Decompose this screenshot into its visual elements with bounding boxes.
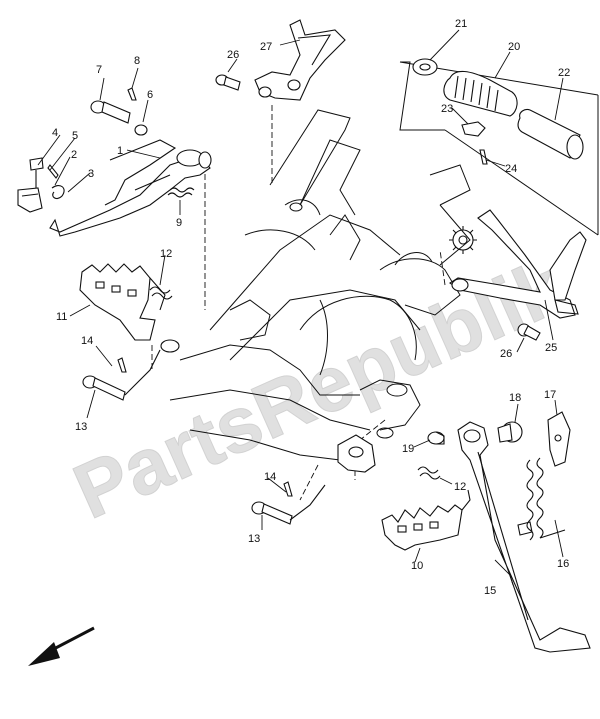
brake-rod-clevis <box>17 157 65 213</box>
callout-26-lower: 26 <box>500 348 512 360</box>
grip-22 <box>517 108 584 160</box>
callout-11: 11 <box>56 311 67 323</box>
footrest-spring-left <box>149 286 173 300</box>
callout-8: 8 <box>134 55 140 67</box>
callout-5: 5 <box>72 130 78 142</box>
footrest-pin-left <box>82 349 161 401</box>
sidestand <box>457 421 591 653</box>
callout-3: 3 <box>88 168 94 180</box>
callout-16: 16 <box>557 558 569 570</box>
front-arrow-icon <box>28 626 95 666</box>
footrest-spring-right <box>417 466 441 480</box>
callout-13-right: 13 <box>248 533 260 545</box>
callout-21: 21 <box>455 18 467 30</box>
callout-24: 24 <box>505 163 517 175</box>
grip-rubber-20 <box>443 70 518 117</box>
callout-25: 25 <box>545 342 557 354</box>
pillion-footrest-bracket <box>449 209 587 319</box>
callout-18: 18 <box>509 392 521 404</box>
cotter-pin <box>47 164 59 179</box>
callout-12-right: 12 <box>454 481 466 493</box>
callout-7: 7 <box>96 64 102 76</box>
sidestand-bolt-18 <box>497 421 523 443</box>
callout-23: 23 <box>441 103 453 115</box>
spring-hook-bracket-17 <box>547 411 571 467</box>
callout-20: 20 <box>508 41 520 53</box>
callout-2: 2 <box>71 149 77 161</box>
callout-9: 9 <box>176 217 182 229</box>
bolt-26-top <box>215 74 241 91</box>
washer-6 <box>134 124 148 136</box>
pedal-bolt <box>90 100 131 124</box>
callout-14-left: 14 <box>81 335 93 347</box>
callout-19: 19 <box>402 443 414 455</box>
callout-22: 22 <box>558 67 570 79</box>
footrest-right <box>381 489 471 551</box>
callout-4: 4 <box>52 127 58 139</box>
callout-27: 27 <box>260 41 272 53</box>
callout-1: 1 <box>117 145 123 157</box>
callout-13-left: 13 <box>75 421 87 433</box>
callout-17: 17 <box>544 389 556 401</box>
callout-14-right: 14 <box>264 471 276 483</box>
gear-icon <box>449 226 477 254</box>
return-spring <box>167 187 195 198</box>
collar-19 <box>427 431 445 445</box>
frame-outline <box>169 109 471 461</box>
footrest-bracket-boss <box>160 339 180 353</box>
callout-labels: 1 2 3 4 5 6 7 8 9 10 11 12 12 13 13 14 1… <box>52 18 570 597</box>
footrest-left <box>79 263 166 341</box>
spring-pin-8 <box>127 87 137 101</box>
washer-21 <box>412 58 438 76</box>
callout-12-left: 12 <box>160 248 172 260</box>
callout-10: 10 <box>411 560 423 572</box>
callout-15: 15 <box>484 585 496 597</box>
bracket-27 <box>254 19 346 101</box>
sidestand-spring-16 <box>526 457 566 541</box>
callout-6: 6 <box>147 89 153 101</box>
leader-lines <box>37 29 564 586</box>
footrest-bracket-right <box>337 434 376 473</box>
callout-26-top: 26 <box>227 49 239 61</box>
bolt-26-lower <box>517 323 541 341</box>
pin-24 <box>479 149 488 165</box>
brake-pedal <box>49 139 212 237</box>
screw-23 <box>461 121 486 137</box>
footrest-pin-right <box>251 481 326 525</box>
